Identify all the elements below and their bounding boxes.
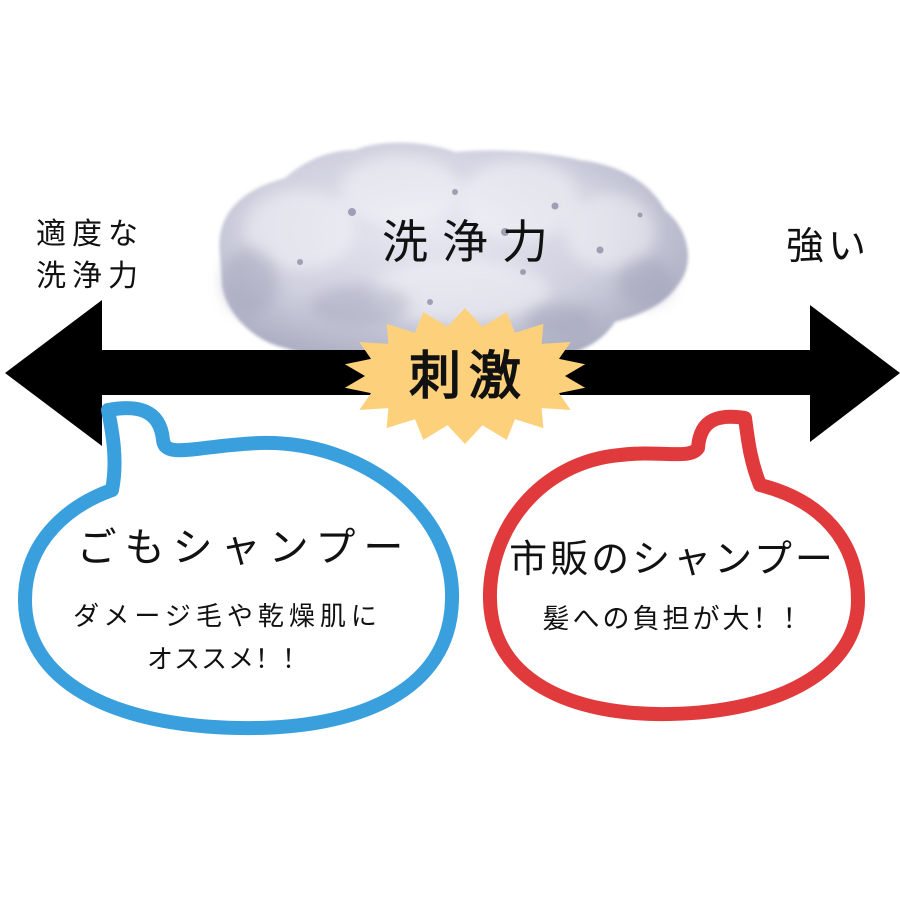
left-axis-label: 適度な 洗浄力 (36, 214, 144, 298)
right-arrowhead-icon (810, 305, 900, 442)
left-axis-label-line1: 適度な (36, 214, 144, 256)
right-bubble-line1: 髪への負担が大！！ (466, 604, 886, 636)
stimulus-badge-label: 刺激 (365, 346, 565, 408)
left-bubble-line1: ダメージ毛や乾燥肌に (15, 602, 435, 633)
right-bubble-title: 市販のシャンプー (461, 537, 881, 583)
left-bubble-line2: オススメ！！ (18, 645, 438, 676)
axis-title: 洗浄力 (315, 215, 615, 270)
left-axis-label-line2: 洗浄力 (36, 256, 144, 298)
right-axis-label: 強い (766, 224, 886, 270)
left-arrowhead-icon (5, 300, 102, 446)
left-bubble-title: ごもシャンプー (30, 524, 450, 572)
